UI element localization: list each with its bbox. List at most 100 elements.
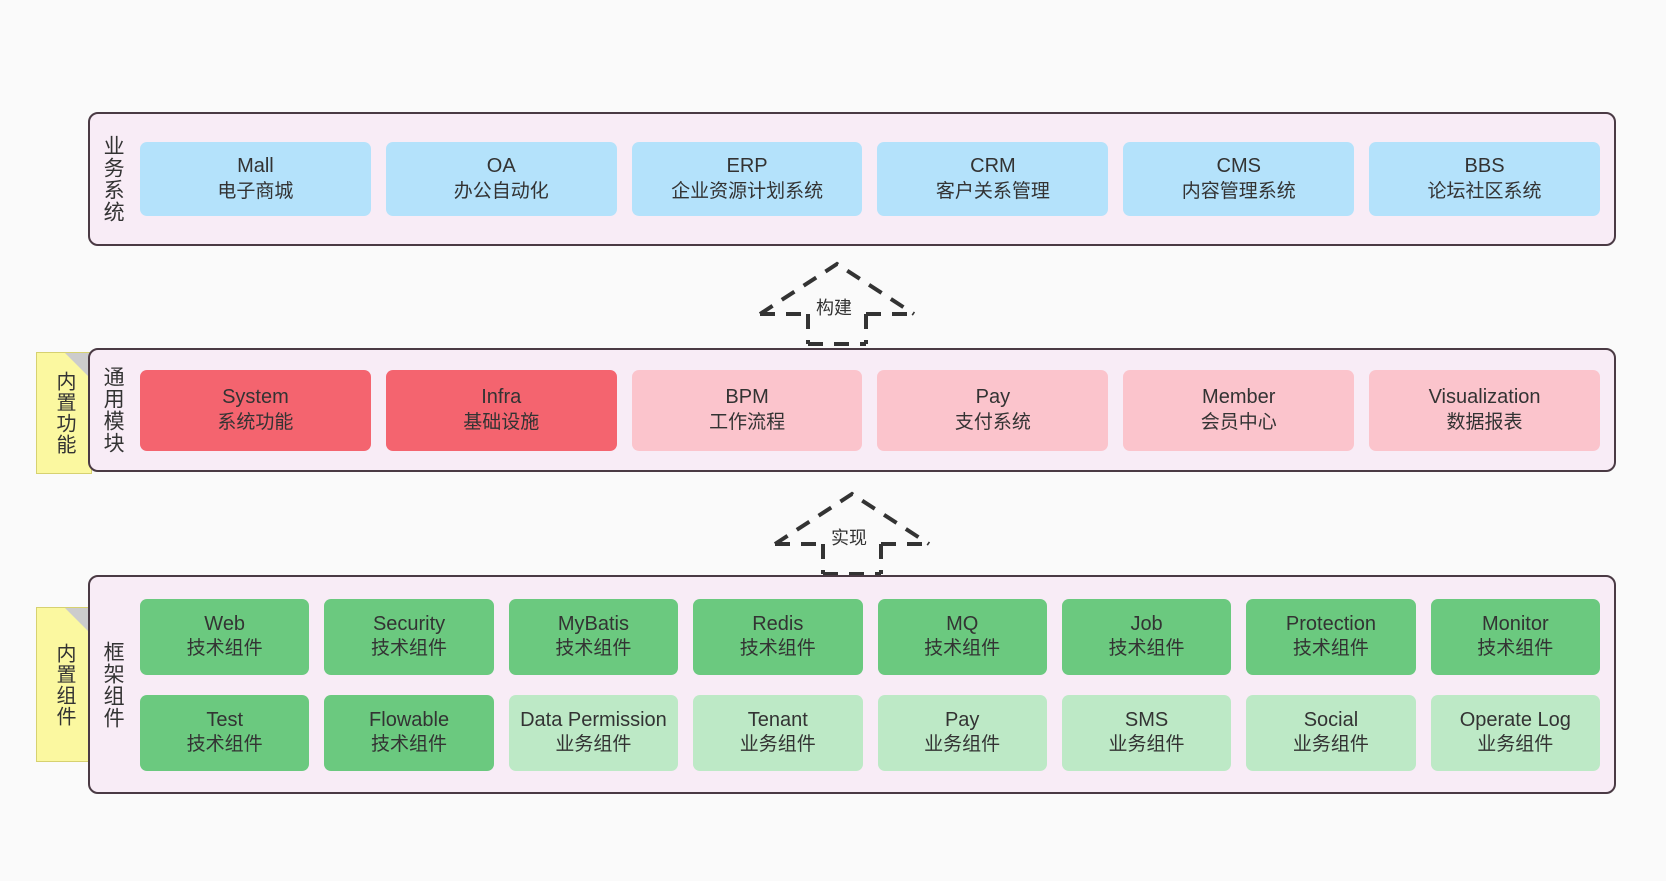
band-body-business: Mall 电子商城 OA 办公自动化 ERP 企业资源计划系统 CRM 客户关系… (134, 114, 1614, 244)
card-row-framework-tech: Web 技术组件 Security 技术组件 MyBatis 技术组件 Redi… (140, 598, 1600, 675)
card-subtitle: 技术组件 (1292, 638, 1369, 660)
band-body-framework: Web 技术组件 Security 技术组件 MyBatis 技术组件 Redi… (134, 577, 1614, 792)
band-business-systems: 业务系统 Mall 电子商城 OA 办公自动化 ERP 企业资源计划系统 CRM… (88, 112, 1616, 246)
card-social[interactable]: Social 业务组件 (1246, 694, 1416, 771)
card-subtitle: 技术组件 (1477, 638, 1554, 660)
card-title: Test (206, 708, 244, 731)
card-data-permission[interactable]: Data Permission 业务组件 (508, 694, 679, 771)
card-title: Infra (481, 386, 522, 409)
card-cms[interactable]: CMS 内容管理系统 (1123, 142, 1355, 216)
card-sms[interactable]: SMS 业务组件 (1061, 694, 1232, 771)
sticky-note-text: 内置功能 (53, 371, 75, 455)
card-title: Mall (237, 155, 274, 178)
card-title: Data Permission (520, 708, 667, 731)
connector-implement: 实现 (757, 488, 947, 576)
connector-label-build: 构建 (816, 298, 852, 318)
card-title: Social (1303, 708, 1359, 731)
card-infra[interactable]: Infra 基础设施 (385, 369, 617, 451)
card-protection[interactable]: Protection 技术组件 (1246, 598, 1416, 675)
card-subtitle: 数据报表 (1446, 411, 1523, 433)
card-subtitle: 技术组件 (371, 638, 448, 660)
sticky-note-builtin-features: 内置功能 (36, 352, 92, 474)
card-title: Pay (975, 386, 1011, 409)
card-subtitle: 技术组件 (555, 638, 632, 660)
card-title: Redis (752, 612, 804, 635)
card-title: ERP (726, 155, 768, 178)
band-label-common: 通用模块 (101, 366, 125, 454)
card-redis[interactable]: Redis 技术组件 (693, 598, 863, 675)
card-bbs[interactable]: BBS 论坛社区系统 (1369, 142, 1600, 216)
card-mq[interactable]: MQ 技术组件 (877, 598, 1047, 675)
sticky-note-builtin-components: 内置组件 (36, 607, 92, 762)
card-web[interactable]: Web 技术组件 (140, 598, 310, 675)
dashed-arrow-up-icon (773, 491, 931, 576)
card-title: Job (1130, 612, 1163, 635)
band-label-business: 业务系统 (101, 135, 125, 223)
connector-label-implement: 实现 (831, 528, 867, 548)
card-subtitle: 技术组件 (186, 638, 263, 660)
card-subtitle: 工作流程 (709, 411, 786, 433)
card-subtitle: 办公自动化 (453, 180, 549, 202)
card-operate-log[interactable]: Operate Log 业务组件 (1430, 694, 1600, 771)
card-title: Protection (1285, 612, 1376, 635)
band-body-common: System 系统功能 Infra 基础设施 BPM 工作流程 Pay 支付系统… (134, 350, 1614, 470)
card-member[interactable]: Member 会员中心 (1123, 369, 1355, 451)
card-title: SMS (1124, 708, 1169, 731)
card-title: Visualization (1428, 386, 1541, 409)
card-subtitle: 企业资源计划系统 (671, 180, 824, 202)
card-title: BBS (1464, 155, 1505, 178)
band-common-modules: 通用模块 System 系统功能 Infra 基础设施 BPM 工作流程 Pay… (88, 348, 1616, 472)
card-system[interactable]: System 系统功能 (140, 369, 371, 451)
card-crm[interactable]: CRM 客户关系管理 (877, 142, 1109, 216)
card-title: Tenant (747, 708, 808, 731)
card-subtitle: 技术组件 (186, 734, 263, 756)
card-subtitle: 业务组件 (924, 734, 1001, 756)
card-subtitle: 业务组件 (1108, 734, 1185, 756)
card-subtitle: 技术组件 (739, 638, 816, 660)
card-pay-module[interactable]: Pay 支付系统 (877, 369, 1109, 451)
band-label-framework: 框架组件 (101, 640, 125, 729)
card-pay-component[interactable]: Pay 业务组件 (877, 694, 1047, 771)
card-title: Pay (944, 708, 980, 731)
card-subtitle: 论坛社区系统 (1427, 180, 1542, 202)
card-title: BPM (725, 386, 769, 409)
card-title: System (222, 386, 289, 409)
card-tenant[interactable]: Tenant 业务组件 (693, 694, 863, 771)
card-visualization[interactable]: Visualization 数据报表 (1369, 369, 1600, 451)
card-subtitle: 支付系统 (954, 411, 1031, 433)
card-monitor[interactable]: Monitor 技术组件 (1430, 598, 1600, 675)
card-bpm[interactable]: BPM 工作流程 (631, 369, 863, 451)
card-subtitle: 业务组件 (1477, 734, 1554, 756)
band-framework-components: 框架组件 Web 技术组件 Security 技术组件 MyBatis 技术组件… (88, 575, 1616, 794)
card-title: Flowable (369, 708, 450, 731)
card-subtitle: 基础设施 (463, 411, 540, 433)
card-title: OA (486, 155, 516, 178)
card-mall[interactable]: Mall 电子商城 (140, 142, 371, 216)
card-subtitle: 业务组件 (555, 734, 632, 756)
card-title: MQ (946, 612, 979, 635)
card-erp[interactable]: ERP 企业资源计划系统 (631, 142, 863, 216)
card-subtitle: 技术组件 (1108, 638, 1185, 660)
connector-build: 构建 (742, 258, 932, 346)
card-title: CRM (970, 155, 1016, 178)
card-flowable[interactable]: Flowable 技术组件 (324, 694, 494, 771)
card-subtitle: 电子商城 (217, 180, 294, 202)
card-subtitle: 系统功能 (217, 411, 294, 433)
card-subtitle: 技术组件 (371, 734, 448, 756)
card-job[interactable]: Job 技术组件 (1061, 598, 1232, 675)
sticky-note-text: 内置组件 (53, 642, 75, 727)
card-mybatis[interactable]: MyBatis 技术组件 (508, 598, 679, 675)
card-row-framework-business: Test 技术组件 Flowable 技术组件 Data Permission … (140, 694, 1600, 771)
dashed-arrow-up-icon (758, 261, 916, 346)
card-oa[interactable]: OA 办公自动化 (385, 142, 617, 216)
card-title: CMS (1216, 155, 1261, 178)
card-title: Operate Log (1459, 708, 1571, 731)
card-subtitle: 业务组件 (1292, 734, 1369, 756)
card-title: MyBatis (557, 612, 629, 635)
card-subtitle: 业务组件 (739, 734, 816, 756)
card-row-common: System 系统功能 Infra 基础设施 BPM 工作流程 Pay 支付系统… (140, 369, 1600, 451)
card-subtitle: 客户关系管理 (935, 180, 1050, 202)
card-subtitle: 会员中心 (1200, 411, 1277, 433)
card-test[interactable]: Test 技术组件 (140, 694, 310, 771)
card-security[interactable]: Security 技术组件 (324, 598, 494, 675)
